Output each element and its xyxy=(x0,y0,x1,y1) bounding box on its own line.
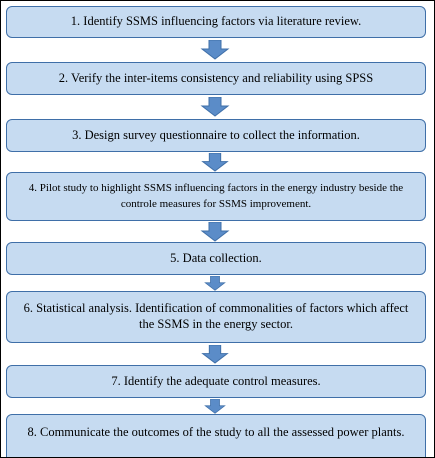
step-8-box: 8. Communicate the outcomes of the study… xyxy=(6,414,426,457)
step-2-text: 2. Verify the inter-items consistency an… xyxy=(58,70,374,85)
step-4-text: 4. Pilot study to highlight SSMS influen… xyxy=(28,181,404,210)
down-arrow-icon xyxy=(200,153,230,172)
step-6-text: 6. Statistical analysis. Identification … xyxy=(23,301,409,331)
step-1-text: 1. Identify SSMS influencing factors via… xyxy=(70,14,362,29)
step-3-box: 3. Design survey questionnaire to collec… xyxy=(6,119,426,152)
step-4-box: 4. Pilot study to highlight SSMS influen… xyxy=(6,172,426,221)
step-7-box: 7. Identify the adequate control measure… xyxy=(6,365,426,398)
down-arrow-icon xyxy=(200,222,230,242)
down-arrow-icon xyxy=(200,345,230,364)
step-7-text: 7. Identify the adequate control measure… xyxy=(111,373,321,388)
step-8-text: 8. Communicate the outcomes of the study… xyxy=(27,425,405,439)
step-5-text: 5. Data collection. xyxy=(170,250,262,265)
step-6-box: 6. Statistical analysis. Identification … xyxy=(6,291,426,343)
down-arrow-icon xyxy=(200,40,230,60)
down-arrow-icon xyxy=(200,399,230,414)
down-arrow-icon xyxy=(200,97,230,117)
step-3-text: 3. Design survey questionnaire to collec… xyxy=(72,127,360,142)
step-1-box: 1. Identify SSMS influencing factors via… xyxy=(6,6,426,38)
step-5-box: 5. Data collection. xyxy=(6,242,426,275)
down-arrow-icon xyxy=(200,276,230,291)
step-2-box: 2. Verify the inter-items consistency an… xyxy=(6,62,426,95)
